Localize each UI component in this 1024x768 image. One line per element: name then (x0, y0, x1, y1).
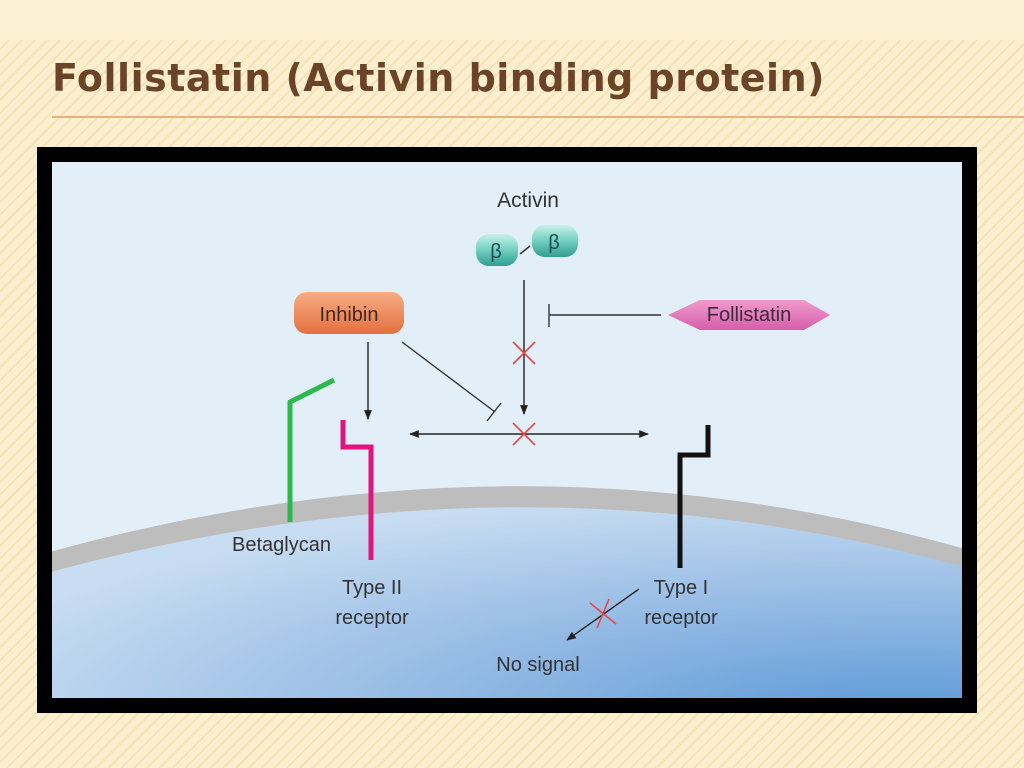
type2-receptor (340, 420, 374, 560)
activin-signaling-diagram: Activin β β Inhibin Follistatin (52, 162, 962, 698)
type1-label-line1: Type I (654, 577, 708, 599)
title-underline (52, 116, 1024, 118)
activin-block-cross (512, 341, 536, 365)
type2-label-line1: Type II (342, 577, 402, 599)
beta-right-symbol: β (548, 232, 560, 254)
beta-subunit-left (476, 234, 518, 266)
activin-label: Activin (497, 189, 559, 212)
signal-block-cross (589, 598, 617, 629)
cell-interior (52, 507, 962, 698)
follistatin-label: Follistatin (707, 304, 791, 326)
type1-receptor (677, 425, 711, 568)
disulfide-bond (519, 245, 531, 255)
receptor-block-cross (512, 422, 536, 446)
activin-dimer: β β (476, 225, 578, 266)
slide-title: Follistatin (Activin binding protein) (52, 56, 825, 100)
inhibin-inhibition-bar (486, 402, 502, 422)
inhibin-inhibition-line (401, 341, 496, 413)
no-signal-label: No signal (496, 654, 579, 676)
diagram-panel: Activin β β Inhibin Follistatin (52, 162, 962, 698)
follistatin-shape (668, 300, 830, 330)
top-band (0, 0, 1024, 40)
beta-subunit-right (532, 225, 578, 257)
inhibin-label: Inhibin (320, 304, 379, 326)
betaglycan-label: Betaglycan (232, 534, 331, 556)
type2-label-line2: receptor (335, 607, 409, 629)
inhibin-box (294, 292, 404, 334)
betaglycan-receptor (287, 377, 336, 522)
type1-label-line2: receptor (644, 607, 718, 629)
beta-left-symbol: β (490, 241, 502, 263)
